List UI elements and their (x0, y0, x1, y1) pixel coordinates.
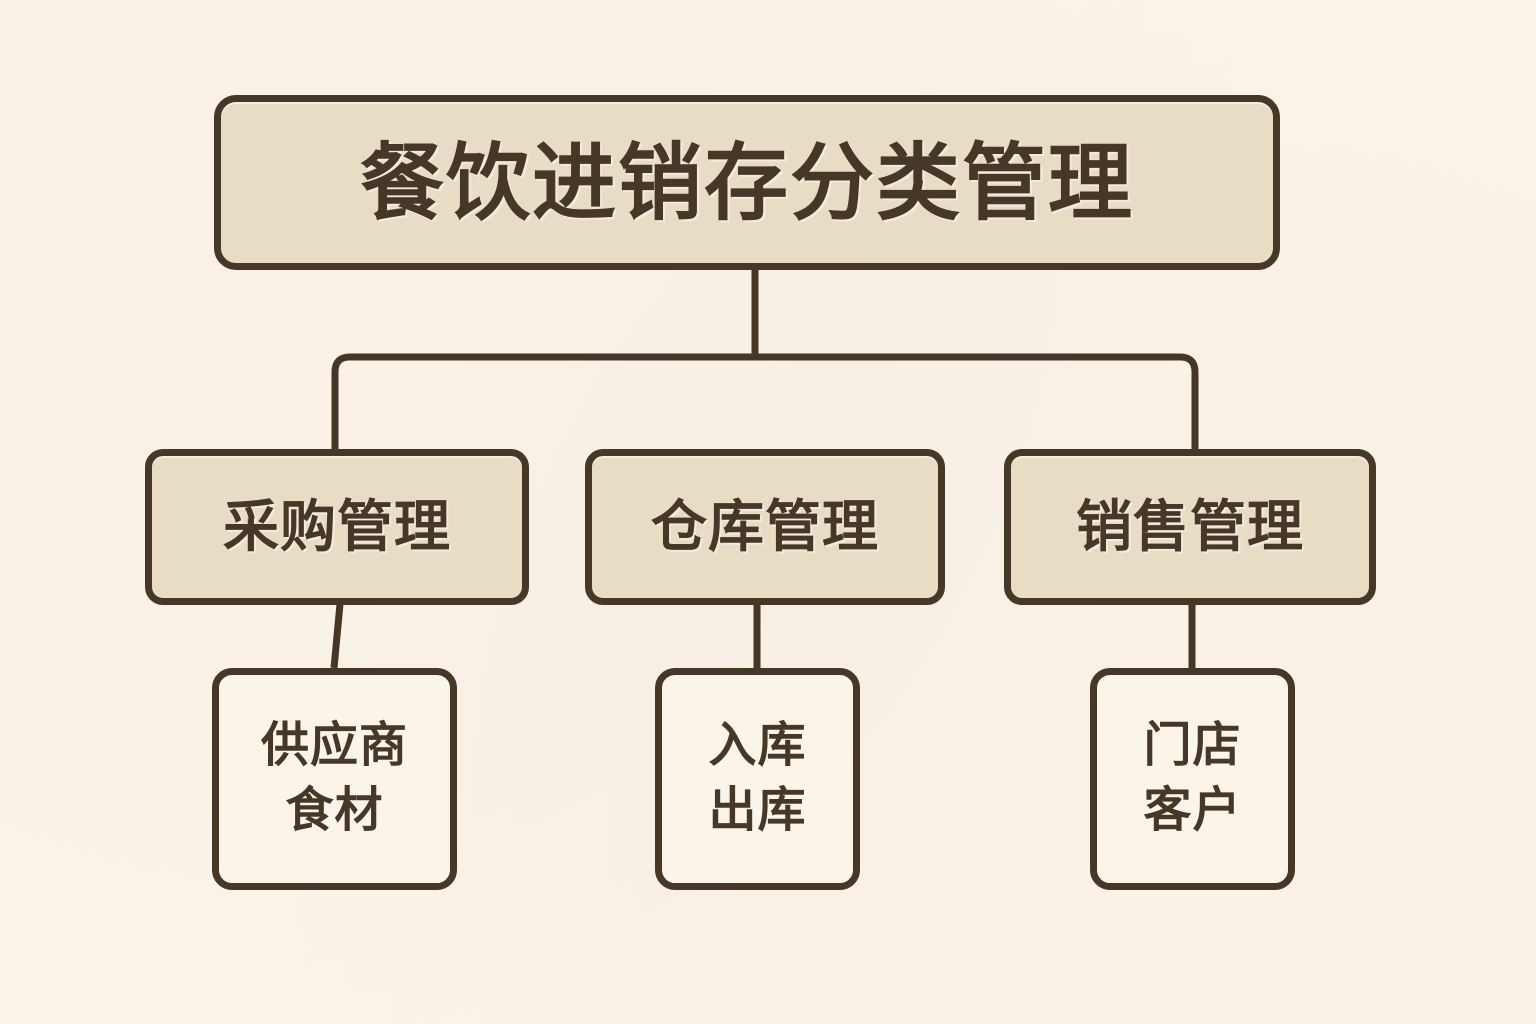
node-root-label: 餐饮进销存分类管理 (359, 135, 1134, 230)
node-branch-sales-label: 销售管理 (1076, 495, 1304, 558)
node-leaf-sales-label: 门店 客户 (1143, 717, 1241, 840)
leaf-line: 出库 (708, 784, 807, 837)
node-leaf-procurement[interactable]: 供应商 食材 (212, 668, 457, 890)
node-branch-warehouse-label: 仓库管理 (651, 495, 879, 558)
node-branch-procurement[interactable]: 采购管理 (145, 449, 529, 605)
node-leaf-procurement-label: 供应商 食材 (261, 717, 408, 840)
leaf-line: 门店 (1143, 719, 1242, 773)
node-leaf-warehouse[interactable]: 入库 出库 (655, 668, 860, 890)
node-leaf-sales[interactable]: 门店 客户 (1090, 668, 1295, 890)
node-branch-sales[interactable]: 销售管理 (1004, 449, 1376, 605)
leaf-line: 客户 (1143, 784, 1242, 837)
node-branch-procurement-label: 采购管理 (223, 495, 451, 558)
node-root[interactable]: 餐饮进销存分类管理 (214, 95, 1280, 270)
leaf-line: 食材 (285, 784, 384, 837)
connector-branch-stem-1 (330, 603, 344, 669)
node-leaf-warehouse-label: 入库 出库 (708, 717, 806, 840)
leaf-line: 入库 (708, 719, 807, 773)
node-branch-warehouse[interactable]: 仓库管理 (585, 449, 945, 605)
connector-bus (331, 353, 1199, 452)
leaf-line: 供应商 (260, 719, 408, 773)
